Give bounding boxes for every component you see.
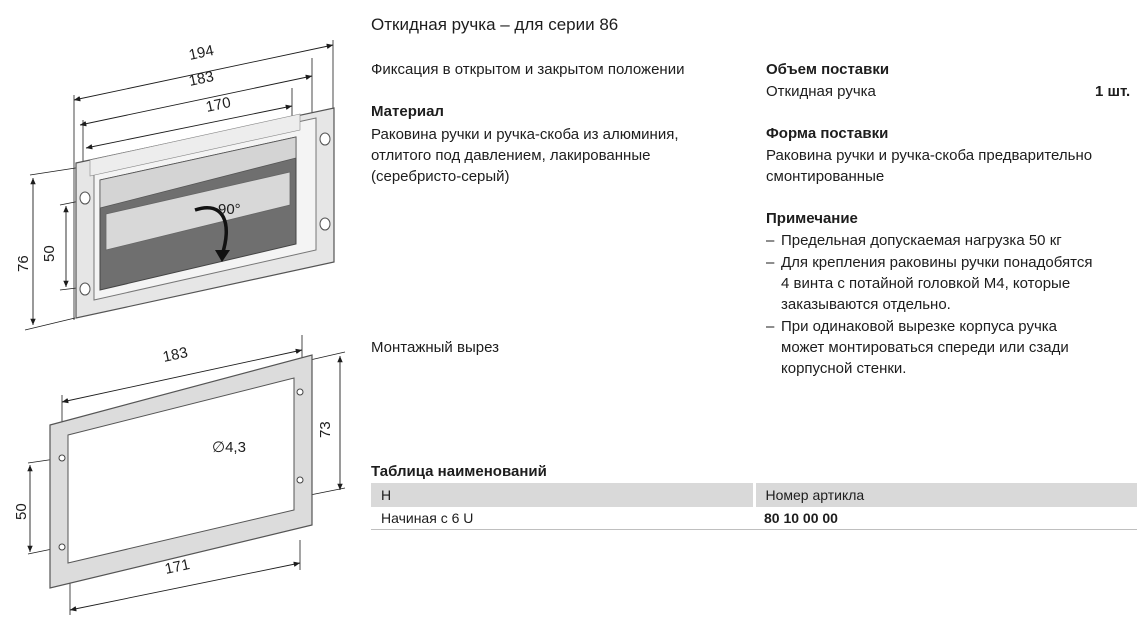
dim-overall: 194 (187, 42, 215, 64)
column-header-article: Номер артикла (754, 483, 1137, 507)
note-2-line-3: заказываются отдельно. (781, 296, 951, 313)
scope-heading: Объем поставки (766, 61, 890, 78)
note-dash: – (766, 254, 775, 271)
note-3-line-3: корпусной стенки. (781, 360, 907, 377)
form-line-2: смонтированные (766, 168, 885, 185)
mounting-cutout-label: Монтажный вырез (371, 339, 499, 356)
material-line-3: (серебристо-серый) (371, 168, 510, 185)
handle-drawing: 194 183 170 76 50 90° (15, 40, 335, 331)
material-line-1: Раковина ручки и ручка-скоба из алюминия… (371, 126, 679, 143)
scope-item: Откидная ручка (766, 83, 876, 100)
dim-cut-outer: 183 (161, 344, 189, 366)
dim-shell: 183 (187, 68, 215, 90)
note-3-line-1: При одинаковой вырезке корпуса ручка (781, 318, 1058, 335)
cell-h: Начиная с 6 U (381, 510, 474, 526)
page-title: Откидная ручка – для серии 86 (371, 15, 619, 34)
fixation-text: Фиксация в открытом и закрытом положении (371, 61, 685, 78)
cutout-drawing: 183 73 171 50 ∅4,3 (13, 335, 346, 615)
note-dash: – (766, 318, 775, 335)
names-table: H Номер артикла Начиная с 6 U 80 10 00 0… (371, 483, 1137, 529)
dim-cut-inner: 171 (163, 556, 191, 578)
note-1-line-1: Предельная допускаемая нагрузка 50 кг (781, 232, 1062, 249)
form-heading: Форма поставки (766, 125, 889, 142)
note-2-line-2: 4 винта с потайной головкой М4, которые (781, 275, 1071, 292)
note-heading: Примечание (766, 210, 858, 227)
note-2-line-1: Для крепления раковины ручки понадобятся (781, 254, 1093, 271)
material-line-2: отлитого под давлением, лакированные (371, 147, 651, 164)
dim-hole-dia: ∅4,3 (212, 439, 246, 456)
table-heading: Таблица наименований (371, 463, 547, 480)
note-dash: – (766, 232, 775, 249)
material-heading: Материал (371, 103, 444, 120)
cell-article: 80 10 00 00 (764, 510, 838, 526)
dim-cut-height: 73 (317, 421, 334, 438)
column-header-h: H (371, 483, 756, 507)
dim-angle: 90° (218, 201, 241, 218)
table-header-row: H Номер артикла (371, 483, 1137, 507)
note-3-line-2: может монтироваться спереди или сзади (781, 339, 1069, 356)
table-row: Начиная с 6 U 80 10 00 00 (371, 507, 1137, 529)
dim-cut-holes: 50 (13, 503, 30, 520)
scope-qty: 1 шт. (1095, 83, 1131, 100)
dim-inner: 170 (204, 94, 232, 116)
table-bottom-rule (371, 529, 1137, 530)
dim-height: 76 (15, 255, 32, 272)
form-line-1: Раковина ручки и ручка-скоба предварител… (766, 147, 1093, 164)
dim-holes: 50 (41, 245, 58, 262)
